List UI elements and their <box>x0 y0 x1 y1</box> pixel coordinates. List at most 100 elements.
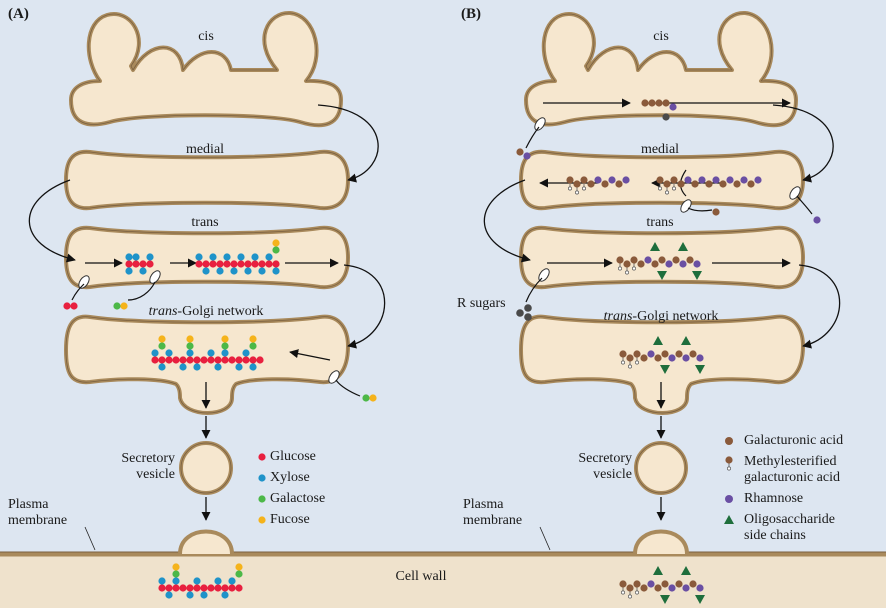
legend-a-label-2: Galactose <box>270 491 326 506</box>
pectin-medial-b-1-s-5 <box>601 180 609 188</box>
pectin-medial-b-1-m-1-ester <box>575 190 579 195</box>
pectin-trans-b-m-0 <box>616 256 624 264</box>
r-sugars-label: R sugars <box>457 296 506 311</box>
xg-tgn-a-glc-14 <box>249 356 257 364</box>
r-sugar-3 <box>524 313 532 321</box>
xg-wall-a-xyl-8 <box>228 577 236 585</box>
uptake-line-b-2 <box>687 207 713 212</box>
xg-tgn-a-glc-2 <box>165 356 173 364</box>
xg-trans-a-2-glc-8 <box>251 260 259 268</box>
uptake-line-a-2 <box>127 281 156 301</box>
uptake-line-a-1 <box>71 283 85 301</box>
xg-trans-a-2-xyl-11 <box>272 267 280 275</box>
pectin-trans-b-s-5 <box>651 260 659 268</box>
xg-tgn-a-glc-3 <box>172 356 180 364</box>
secretory-vesicle-outline-a <box>180 442 232 494</box>
pectin-tgn-b-m-1-ester <box>628 364 632 369</box>
pectin-medial-b-2-s-14 <box>754 176 762 184</box>
xg-tgn-a-gal-0 <box>158 342 166 350</box>
legend-b-swatch-1 <box>725 456 733 464</box>
xg-tgn-a-glc-9 <box>214 356 222 364</box>
fucose-input-a-2 <box>369 394 377 402</box>
pectin-trans-b-m-1-ester <box>625 270 629 275</box>
pectin-wall-b-m-1 <box>626 584 634 592</box>
pectin-medial-b-2-s-3 <box>677 180 685 188</box>
legend-a-swatch-3 <box>258 516 266 524</box>
r-sugar-2 <box>524 304 532 312</box>
legend-a-label-1: Xylose <box>270 470 310 485</box>
trans-cisterna-a <box>64 225 350 290</box>
xg-tgn-a-fuc-1 <box>186 335 194 343</box>
pectin-medial-b-1-s-4 <box>594 176 602 184</box>
cis-gala-3 <box>662 99 670 107</box>
pectin-wall-b-s-11 <box>696 584 704 592</box>
cis-label-a: cis <box>198 29 214 44</box>
pectin-medial-b-1-m-0 <box>566 176 574 184</box>
xg-tgn-a-glc-5 <box>186 356 194 364</box>
pectin-medial-b-2-m-0 <box>656 176 664 184</box>
xg-tgn-a-xyl-2 <box>165 349 173 357</box>
pectin-tgn-b-s-3 <box>640 354 648 362</box>
xg-wall-a-xyl-7 <box>221 591 229 599</box>
r-sugar-1 <box>516 309 524 317</box>
xg-trans-a-1-xyl-4 <box>146 253 154 261</box>
legend-a-swatch-2 <box>258 495 266 503</box>
xg-wall-a-gal-1 <box>235 570 243 578</box>
legend-b-swatch-1-ester <box>727 466 731 471</box>
trans-cisterna-b-outline <box>520 227 804 288</box>
pectin-medial-b-2-m-1-ester <box>665 190 669 195</box>
pectin-trans-b-m-2-ester <box>632 266 636 271</box>
rha-input-b <box>523 152 531 160</box>
xg-trans-a-2-glc-9 <box>258 260 266 268</box>
xg-wall-a-glc-2 <box>172 584 180 592</box>
legend-b-label-3-1: side chains <box>744 528 806 543</box>
galactose-input-a-2 <box>362 394 370 402</box>
xg-trans-a-1-glc-2 <box>139 260 147 268</box>
plasma-membrane-label-b: Plasma membrane <box>463 497 523 528</box>
xg-tgn-a-fuc-0 <box>158 335 166 343</box>
pectin-medial-b-2-s-13 <box>747 180 755 188</box>
transfer-arrow-a2 <box>343 264 386 349</box>
plasma-leader-a <box>84 526 96 551</box>
uptake-line-a-3 <box>335 379 361 397</box>
pectin-tgn-b-m-0 <box>619 350 627 358</box>
pectin-medial-b-1-m-1 <box>573 180 581 188</box>
pectin-wall-b-m-1-ester <box>628 594 632 599</box>
pectin-wall-b-s-8 <box>675 580 683 588</box>
transporter-a-2 <box>149 270 161 284</box>
pectin-wall-b-m-2-ester <box>635 590 639 595</box>
xg-trans-a-2-glc-0 <box>195 260 203 268</box>
xg-wall-a-glc-5 <box>193 584 201 592</box>
xg-trans-a-2-glc-10 <box>265 260 273 268</box>
pectin-wall-b-s-10 <box>689 580 697 588</box>
xg-trans-a-1-xyl-2 <box>125 267 133 275</box>
xg-tgn-a-glc-11 <box>228 356 236 364</box>
transporter-b-1 <box>534 117 546 131</box>
xg-trans-a-2-fuc-0 <box>272 239 280 247</box>
panel-a-label: (A) <box>8 6 29 22</box>
pectin-wall-b-m-0 <box>619 580 627 588</box>
medial-cisterna-b-outline <box>520 151 804 209</box>
transfer-arrow-b0 <box>772 104 834 183</box>
rha-input-b-2 <box>813 216 821 224</box>
tgn-cisterna-a-outline <box>65 316 349 414</box>
xg-tgn-a-glc-12 <box>235 356 243 364</box>
pectin-trans-b-m-1 <box>623 260 631 268</box>
pectin-medial-b-2-s-12 <box>740 176 748 184</box>
tgn-cisterna-a <box>64 314 350 415</box>
legend-b-swatch-3 <box>724 515 734 524</box>
cis-gala-2 <box>655 99 663 107</box>
pectin-medial-b-2-s-4 <box>684 176 692 184</box>
xg-tgn-a-xyl-8 <box>221 349 229 357</box>
xg-trans-a-2-glc-11 <box>272 260 280 268</box>
pectin-trans-b-s-7 <box>665 260 673 268</box>
pectin-medial-b-2-s-8 <box>712 176 720 184</box>
cis-dark <box>662 113 670 121</box>
xg-trans-a-2-xyl-1 <box>202 267 210 275</box>
pectin-wall-b-s-4 <box>647 580 655 588</box>
xg-trans-a-2-xyl-8 <box>251 253 259 261</box>
pectin-tgn-b-s-9 <box>682 354 690 362</box>
pectin-medial-b-2-s-11 <box>733 180 741 188</box>
legend-b-label-1-0: Methylesterified <box>744 454 837 469</box>
xg-tgn-a-gal-3 <box>249 342 257 350</box>
